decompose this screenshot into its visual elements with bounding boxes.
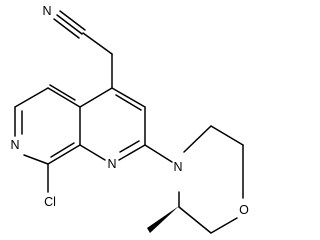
morpholine-ring xyxy=(144,125,244,234)
n7-c8-bond xyxy=(23,154,49,165)
nitrile-nitrogen-label: N xyxy=(42,4,51,18)
nitrile-triple-bond-c xyxy=(53,18,80,39)
c4-c3-inner-bond xyxy=(115,94,142,111)
c4a-c5-bond xyxy=(47,87,81,108)
c2-morpholine-n-bond xyxy=(144,144,173,163)
nitrile-triple-bond-b xyxy=(59,10,86,31)
morpholine-nitrogen-label: N xyxy=(173,160,182,174)
morpholine-ch2-ch2-bond xyxy=(210,125,244,146)
c2-n1-bond xyxy=(118,144,146,161)
c5-c6-bond xyxy=(14,87,49,108)
naphthyridine-right-ring xyxy=(79,87,146,161)
n1-c8a-bond xyxy=(79,144,106,161)
molecule-structure-diagram: N N N N O Cl xyxy=(10,4,249,234)
morpholine-o-ch2-bond xyxy=(210,217,238,234)
morpholine-oxygen-label: O xyxy=(239,203,249,217)
c4a-c5-inner-bond xyxy=(49,84,76,101)
c8-c8a-inner-bond xyxy=(50,142,75,158)
c4a-c4-bond xyxy=(79,87,113,108)
ch2-to-nitrile-bond xyxy=(82,32,113,55)
methyl-wedge-bond xyxy=(147,206,179,233)
morpholine-n-ch2-bond xyxy=(183,125,212,153)
chlorine-label: Cl xyxy=(44,195,56,209)
nitrile-triple-bond-a xyxy=(56,14,83,35)
pyridine-nitrogen-label: N xyxy=(10,138,19,152)
morpholine-ch2-chiral-c-bond xyxy=(178,206,212,234)
nitrile-group xyxy=(53,10,113,89)
atom-labels: N N N N O Cl xyxy=(10,4,249,217)
c4-c3-bond xyxy=(111,87,146,108)
naphthyridine-left-ring xyxy=(14,84,81,193)
naphthyridine-nitrogen-label: N xyxy=(107,157,116,171)
c2-n1-inner-bond xyxy=(119,140,140,153)
c8-c8a-bond xyxy=(47,144,81,165)
